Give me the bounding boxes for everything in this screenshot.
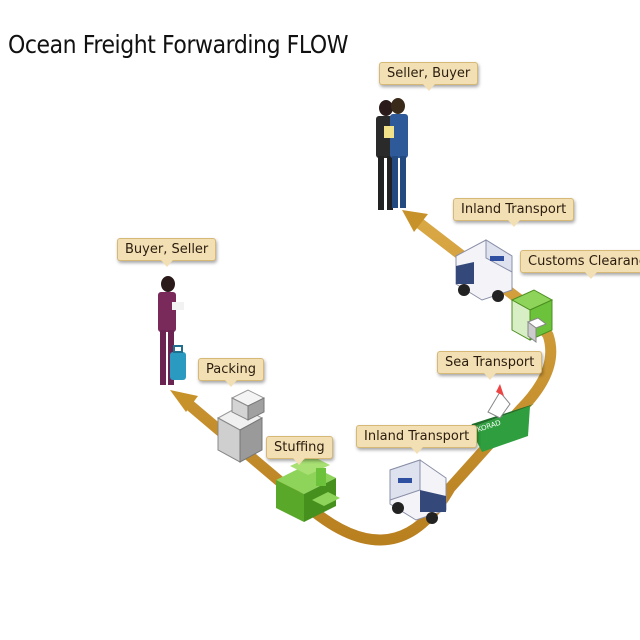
callout-packing: Packing [198, 358, 265, 387]
callout-inland-transport-1: Inland Transport [356, 425, 478, 454]
diagram-title: Ocean Freight Forwarding FLOW [8, 30, 349, 59]
customs-box-icon [510, 289, 554, 343]
flow-arrowhead-left [170, 390, 198, 412]
truck-icon-2 [455, 239, 513, 302]
flow-arrowhead-right [402, 210, 428, 232]
callout-stuffing: Stuffing [266, 436, 333, 465]
person-with-luggage-icon [158, 276, 186, 385]
business-people-icon [376, 98, 408, 210]
callout-buyer-seller: Buyer, Seller [117, 238, 217, 267]
callout-customs-clearance: Customs Clearance [520, 250, 640, 279]
callout-inland-transport-2: Inland Transport [453, 198, 575, 227]
boxes-icon [216, 389, 266, 463]
ship-icon: KORAD [470, 384, 534, 452]
container-stuffing-icon [276, 456, 340, 522]
truck-icon [389, 459, 447, 524]
flow-path [170, 210, 557, 546]
callout-seller-buyer: Seller, Buyer [379, 62, 479, 91]
callout-sea-transport: Sea Transport [437, 351, 543, 380]
